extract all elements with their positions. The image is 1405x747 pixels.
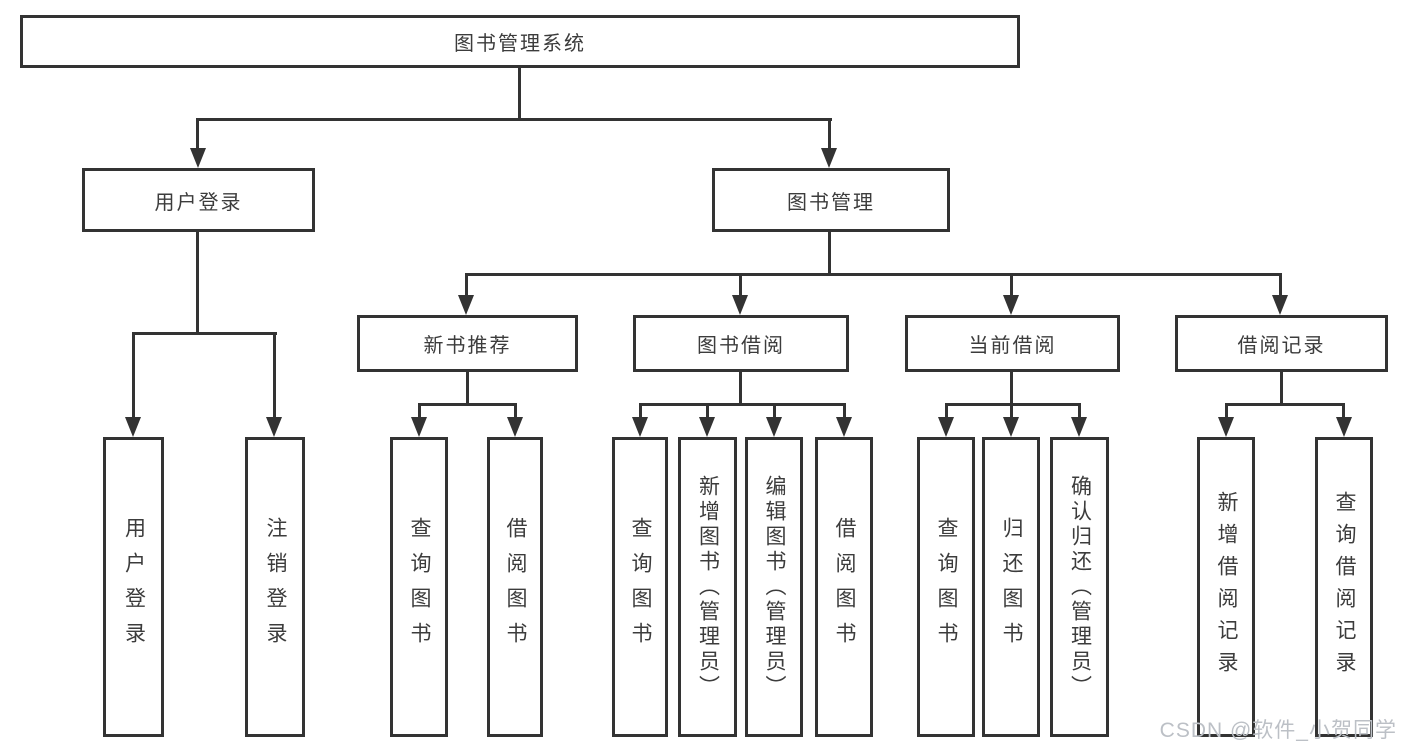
leaf-add-borrow-record: 新增借阅记录: [1197, 437, 1255, 737]
connector-line: [132, 332, 135, 419]
leaf-query-borrow-record: 查询借阅记录: [1315, 437, 1373, 737]
connector-line: [132, 332, 277, 335]
leaf-add-books-admin: 新增图书（管理员）: [678, 437, 737, 737]
node-user-login: 用户登录: [82, 168, 315, 232]
connector-line: [945, 403, 1081, 406]
leaf-logout: 注销登录: [245, 437, 305, 737]
leaf-borrow-books: 借阅图书: [815, 437, 873, 737]
node-book-borrow: 图书借阅: [633, 315, 849, 372]
arrow-down-icon: [1003, 295, 1019, 315]
connector-line: [1010, 403, 1013, 419]
connector-line: [706, 403, 709, 419]
arrow-down-icon: [507, 417, 523, 437]
arrow-down-icon: [458, 295, 474, 315]
connector-line: [828, 232, 831, 276]
connector-line: [739, 273, 742, 299]
connector-line: [639, 403, 845, 406]
connector-line: [466, 372, 469, 406]
arrow-down-icon: [1218, 417, 1234, 437]
node-borrow-records: 借阅记录: [1175, 315, 1388, 372]
leaf-confirm-return-admin: 确认归还（管理员）: [1050, 437, 1109, 737]
leaf-query-books-recommend: 查询图书: [390, 437, 448, 737]
connector-line: [843, 403, 846, 419]
connector-line: [196, 232, 199, 335]
connector-line: [465, 273, 1282, 276]
arrow-down-icon: [1272, 295, 1288, 315]
connector-line: [1342, 403, 1345, 419]
arrow-down-icon: [821, 148, 837, 168]
node-book-management: 图书管理: [712, 168, 950, 232]
arrow-down-icon: [1003, 417, 1019, 437]
connector-line: [196, 118, 199, 152]
leaf-borrow-books-recommend: 借阅图书: [487, 437, 543, 737]
connector-line: [518, 68, 521, 120]
arrow-down-icon: [190, 148, 206, 168]
arrow-down-icon: [836, 417, 852, 437]
connector-line: [639, 403, 642, 419]
node-current-borrow: 当前借阅: [905, 315, 1120, 372]
connector-line: [465, 273, 468, 299]
arrow-down-icon: [938, 417, 954, 437]
connector-line: [196, 118, 832, 121]
arrow-down-icon: [266, 417, 282, 437]
connector-line: [418, 403, 421, 419]
node-new-book-recommend: 新书推荐: [357, 315, 578, 372]
connector-line: [828, 118, 831, 152]
connector-line: [739, 372, 742, 406]
connector-line: [773, 403, 776, 419]
arrow-down-icon: [411, 417, 427, 437]
connector-line: [1225, 403, 1228, 419]
connector-line: [1010, 372, 1013, 406]
connector-line: [273, 332, 276, 419]
connector-line: [418, 403, 517, 406]
arrow-down-icon: [632, 417, 648, 437]
connector-line: [514, 403, 517, 419]
connector-line: [945, 403, 948, 419]
connector-line: [1280, 372, 1283, 406]
leaf-return-books: 归还图书: [982, 437, 1040, 737]
connector-line: [1078, 403, 1081, 419]
arrow-down-icon: [732, 295, 748, 315]
leaf-query-books-current: 查询图书: [917, 437, 975, 737]
arrow-down-icon: [1071, 417, 1087, 437]
leaf-query-books-borrow: 查询图书: [612, 437, 668, 737]
arrow-down-icon: [766, 417, 782, 437]
connector-line: [1225, 403, 1345, 406]
leaf-user-login: 用户登录: [103, 437, 164, 737]
root-node: 图书管理系统: [20, 15, 1020, 68]
arrow-down-icon: [125, 417, 141, 437]
leaf-edit-books-admin: 编辑图书（管理员）: [745, 437, 803, 737]
connector-line: [1279, 273, 1282, 299]
csdn-watermark: CSDN @软件_小贺同学: [1159, 719, 1397, 742]
arrow-down-icon: [1336, 417, 1352, 437]
arrow-down-icon: [699, 417, 715, 437]
connector-line: [1010, 273, 1013, 299]
